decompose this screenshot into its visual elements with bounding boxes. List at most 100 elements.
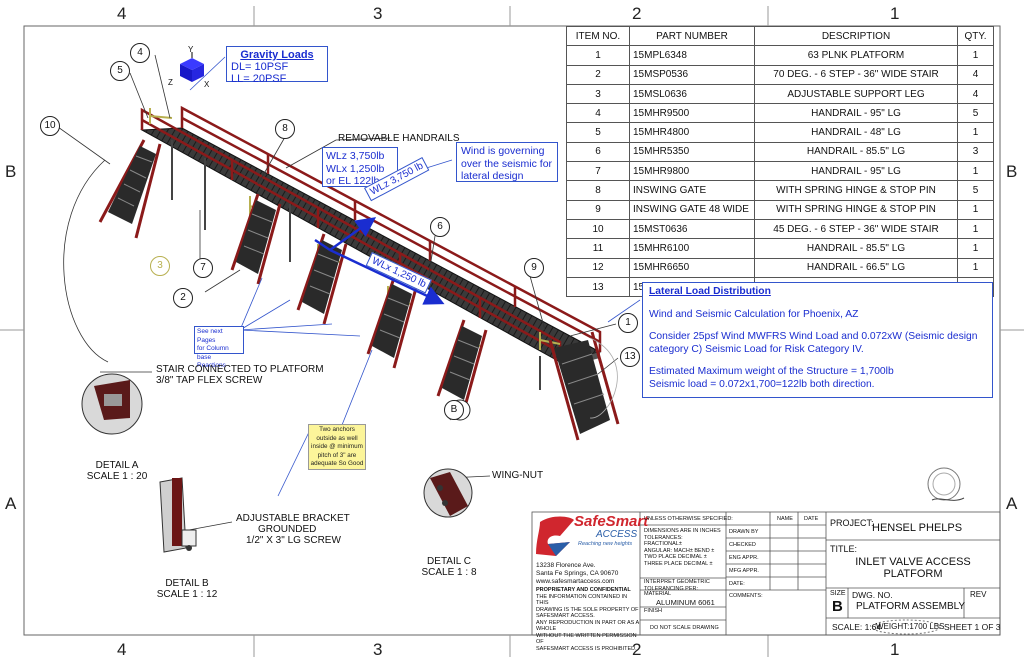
project-name: HENSEL PHELPS xyxy=(872,522,963,534)
note-leaders xyxy=(189,56,641,497)
wind-note-line-3: lateral design xyxy=(461,170,524,182)
comments-label: COMMENTS: xyxy=(729,593,763,599)
zone-right-b: B xyxy=(1006,162,1018,181)
detail-a-scale: SCALE 1 : 20 xyxy=(86,471,148,482)
item-balloon: 9 xyxy=(524,258,544,278)
lateral-p1: Wind and Seismic Calculation for Phoenix… xyxy=(649,308,859,320)
gravity-loads-note: Gravity Loads DL= 10PSF LL= 20PSF xyxy=(226,46,328,85)
title-label: TITLE: xyxy=(830,544,858,554)
zone-left-b: B xyxy=(5,162,17,181)
zone-bottom-4: 4 xyxy=(117,640,127,659)
wing-nut-label: WING-NUT xyxy=(492,470,544,481)
item-balloon: 3 xyxy=(150,256,170,276)
interpret-tolerancing: INTERPRET GEOMETRIC TOLERANCING PER: xyxy=(644,579,710,592)
anchors-line-5: adequate So Good xyxy=(310,460,364,467)
tol-4: ANGULAR: MACH± BEND ± xyxy=(644,547,715,554)
material-value: ALUMINUM 6061 xyxy=(656,598,715,607)
tol-6: THREE PLACE DECIMAL ± xyxy=(644,560,713,567)
tolerance-notes: DIMENSIONS ARE IN INCHES TOLERANCES: FRA… xyxy=(644,528,721,567)
company-website: www.safesmartaccess.com xyxy=(536,578,615,585)
unless-specified: UNLESS OTHERWISE SPECIFIED: xyxy=(644,516,733,522)
wind-governing-note: Wind is governing over the seismic for l… xyxy=(456,142,558,182)
see-next-line-1: See next Pages xyxy=(197,328,223,344)
prop-title: PROPRIETARY AND CONFIDENTIAL xyxy=(536,587,631,593)
rev-label: REV xyxy=(970,590,987,599)
wind-load-el: or EL 122lb xyxy=(326,175,380,187)
detail-c-title: DETAIL C xyxy=(427,556,471,567)
item-balloon: 10 xyxy=(40,116,60,136)
zone-top-2: 2 xyxy=(632,4,642,23)
dwg-no-value: PLATFORM ASSEMBLY xyxy=(856,601,966,612)
anchors-line-4: pitch of 3" are xyxy=(317,451,357,459)
prop-line-4: ANY REPRODUCTION IN PART OR AS A WHOLE xyxy=(536,619,639,633)
see-next-line-3: Reactions xyxy=(197,362,226,369)
drawing-title-line-2: PLATFORM xyxy=(883,568,943,580)
zone-bottom-3: 3 xyxy=(373,640,383,659)
far-handrail xyxy=(180,105,602,352)
prop-line-6: SAFESMART ACCESS IS PROHIBITED. xyxy=(536,645,637,652)
zone-bottom-2: 2 xyxy=(632,640,642,659)
mfg-appr-label: MFG APPR. xyxy=(729,568,759,574)
axis-y-label: Y xyxy=(188,45,194,54)
name-column-header: NAME xyxy=(777,516,793,522)
detail-b-title: DETAIL B xyxy=(165,578,209,589)
drawing-title: INLET VALVE ACCESS PLATFORM xyxy=(826,556,1000,580)
weight-value: WEIGHT:1700 LBS xyxy=(876,622,945,631)
zone-left-a: A xyxy=(5,494,17,513)
anchors-note: Two anchors outside as well inside @ min… xyxy=(308,424,366,470)
scale-value: SCALE: 1:64 xyxy=(832,622,882,632)
brand-name: SafeSmart xyxy=(574,513,649,530)
drawn-by-label: DRAWN BY xyxy=(729,529,759,535)
anchors-line-3: inside @ minimum xyxy=(311,443,363,450)
do-not-scale: DO NOT SCALE DRAWING xyxy=(650,625,719,631)
brand-name-sub: ACCESS xyxy=(596,529,638,540)
wind-note-line-1: Wind is governing xyxy=(461,145,545,157)
gravity-ll: LL= 20PSF xyxy=(231,73,287,85)
wind-load-wlx: WLx 1,250lb xyxy=(326,162,385,175)
prop-line-3: SAFESMART ACCESS. xyxy=(536,613,595,619)
size-label: SIZE xyxy=(830,590,846,597)
item-balloon: 5 xyxy=(110,61,130,81)
see-next-line-2: for Column base xyxy=(197,345,229,361)
detail-a-title: DETAIL A xyxy=(95,460,139,471)
sheet-number: SHEET 1 OF 3 xyxy=(944,622,1001,632)
stair-flights xyxy=(98,139,620,441)
detail-b-scale: SCALE 1 : 12 xyxy=(156,589,218,600)
bom-item-no: 13 xyxy=(566,276,630,298)
item-balloon: 13 xyxy=(620,347,640,367)
axis-x-label: X xyxy=(204,80,210,89)
zone-right-a: A xyxy=(1006,494,1018,513)
prop-line-1: THE INFORMATION CONTAINED IN THIS xyxy=(536,593,628,607)
anchors-line-1: Two anchors xyxy=(319,426,355,433)
axis-z-label: Z xyxy=(168,78,173,87)
prop-line-5: WITHOUT THE WRITTEN PERMISSION OF xyxy=(536,632,637,646)
lateral-p3a: Estimated Maximum weight of the Structur… xyxy=(649,366,894,377)
stair-connected-label: STAIR CONNECTED TO PLATFORM xyxy=(156,364,324,375)
address-line-2: Santa Fe Springs, CA 90670 xyxy=(536,570,619,577)
tol-3: FRACTIONAL± xyxy=(644,541,682,547)
wind-load-wlz: WLz 3,750lb xyxy=(326,150,385,162)
lateral-load-note: Lateral Load Distribution Wind and Seism… xyxy=(642,282,993,398)
item-balloon: B xyxy=(444,400,464,420)
interp-2: TOLERANCING PER: xyxy=(644,585,698,592)
qa-date-label: DATE: xyxy=(729,581,745,587)
drawing-title-line-1: INLET VALVE ACCESS xyxy=(855,556,971,568)
brand-tagline: Reaching new heights xyxy=(578,541,633,547)
company-address: 13238 Florence Ave. Santa Fe Springs, CA… xyxy=(536,562,618,586)
bom-qty: 5 xyxy=(957,103,994,124)
detail-c-scale: SCALE 1 : 8 xyxy=(421,567,477,578)
tol-2: TOLERANCES: xyxy=(644,534,683,541)
address-line-1: 13238 Florence Ave. xyxy=(536,562,596,569)
item-balloon: 6 xyxy=(430,217,450,237)
lateral-title: Lateral Load Distribution xyxy=(649,286,771,297)
